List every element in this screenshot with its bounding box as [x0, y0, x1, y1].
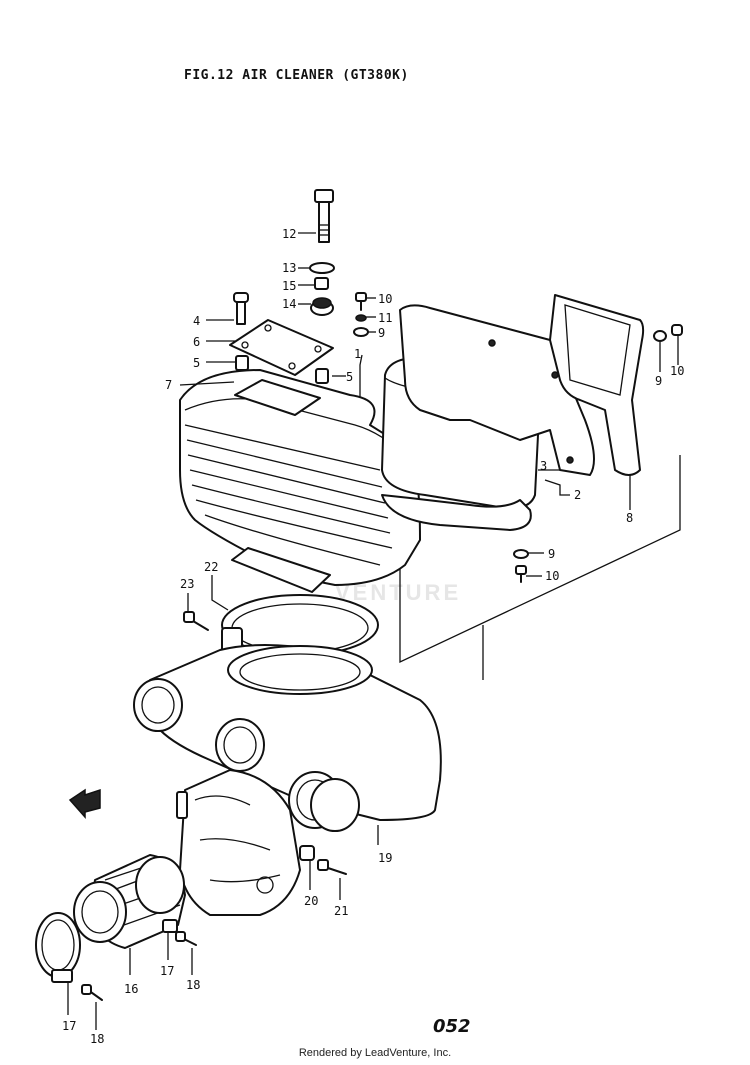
carburetor — [176, 769, 301, 916]
callout-20: 20 — [304, 894, 318, 908]
page-number: 052 — [433, 1016, 471, 1037]
washer-13 — [309, 262, 335, 274]
bolt-23 — [183, 611, 209, 631]
callout-15: 15 — [282, 279, 296, 293]
callout-23: 23 — [180, 577, 194, 591]
collar-5-left — [235, 355, 249, 371]
collar-15 — [314, 277, 329, 290]
clamp-17-rear — [162, 919, 178, 933]
callout-17-rear: 17 — [160, 964, 174, 978]
callout-22: 22 — [204, 560, 218, 574]
callout-10-top: 10 — [378, 292, 392, 306]
clamp-17-front — [35, 912, 81, 983]
callout-13: 13 — [282, 261, 296, 275]
screw-4 — [233, 292, 249, 325]
washer-11 — [355, 314, 367, 322]
callout-7: 7 — [165, 378, 172, 392]
figure-title: FIG.12 AIR CLEANER (GT380K) — [184, 68, 409, 83]
callout-17-front: 17 — [62, 1019, 76, 1033]
callout-labels: 12 13 15 14 4 6 5 5 7 10 11 9 1 9 10 3 2… — [62, 227, 684, 1046]
callout-2: 2 — [574, 488, 581, 502]
callout-1: 1 — [354, 347, 361, 361]
bolt-10-right — [671, 324, 683, 336]
leader-lines — [67, 232, 679, 1030]
callout-10-right: 10 — [670, 364, 684, 378]
callout-3: 3 — [540, 459, 547, 473]
callout-14: 14 — [282, 297, 296, 311]
callout-6: 6 — [193, 335, 200, 349]
callout-4: 4 — [193, 314, 200, 328]
intake-duct-19 — [133, 644, 442, 832]
callout-16: 16 — [124, 982, 138, 996]
screw-18-rear — [175, 931, 197, 946]
callout-10-bottom: 10 — [545, 569, 559, 583]
hose-clamp-band — [221, 594, 379, 656]
cleaner-bracket-8 — [399, 294, 645, 476]
footer-credit: Rendered by LeadVenture, Inc. — [298, 1047, 452, 1059]
screw-21 — [317, 859, 347, 875]
callout-8: 8 — [626, 511, 633, 525]
bolt-10-top — [355, 292, 367, 311]
intake-joint-16 — [73, 854, 186, 949]
washer-9-bottom — [513, 549, 529, 559]
collar-5-right — [315, 368, 329, 384]
callout-12: 12 — [282, 227, 296, 241]
front-direction-arrow — [68, 788, 101, 819]
callout-18-rear: 18 — [186, 978, 200, 992]
callout-9-right: 9 — [655, 374, 662, 388]
bolt-10-bottom — [515, 565, 527, 583]
clamp-20 — [299, 845, 315, 861]
grommet-14 — [310, 297, 334, 316]
gasket-22 — [231, 547, 331, 593]
washer-9-top — [353, 327, 369, 337]
washer-9-right — [653, 330, 667, 342]
plate-6 — [229, 319, 334, 376]
callout-11: 11 — [378, 311, 392, 325]
callout-18-front: 18 — [90, 1032, 104, 1046]
screw-18-front — [81, 984, 103, 1001]
callout-9-top: 9 — [378, 326, 385, 340]
callout-21: 21 — [334, 904, 348, 918]
callout-5-right: 5 — [346, 370, 353, 384]
callout-19: 19 — [378, 851, 392, 865]
bolt-12 — [314, 189, 334, 243]
callout-5-left: 5 — [193, 356, 200, 370]
gasket-2 — [381, 494, 532, 531]
callout-9-bottom: 9 — [548, 547, 555, 561]
